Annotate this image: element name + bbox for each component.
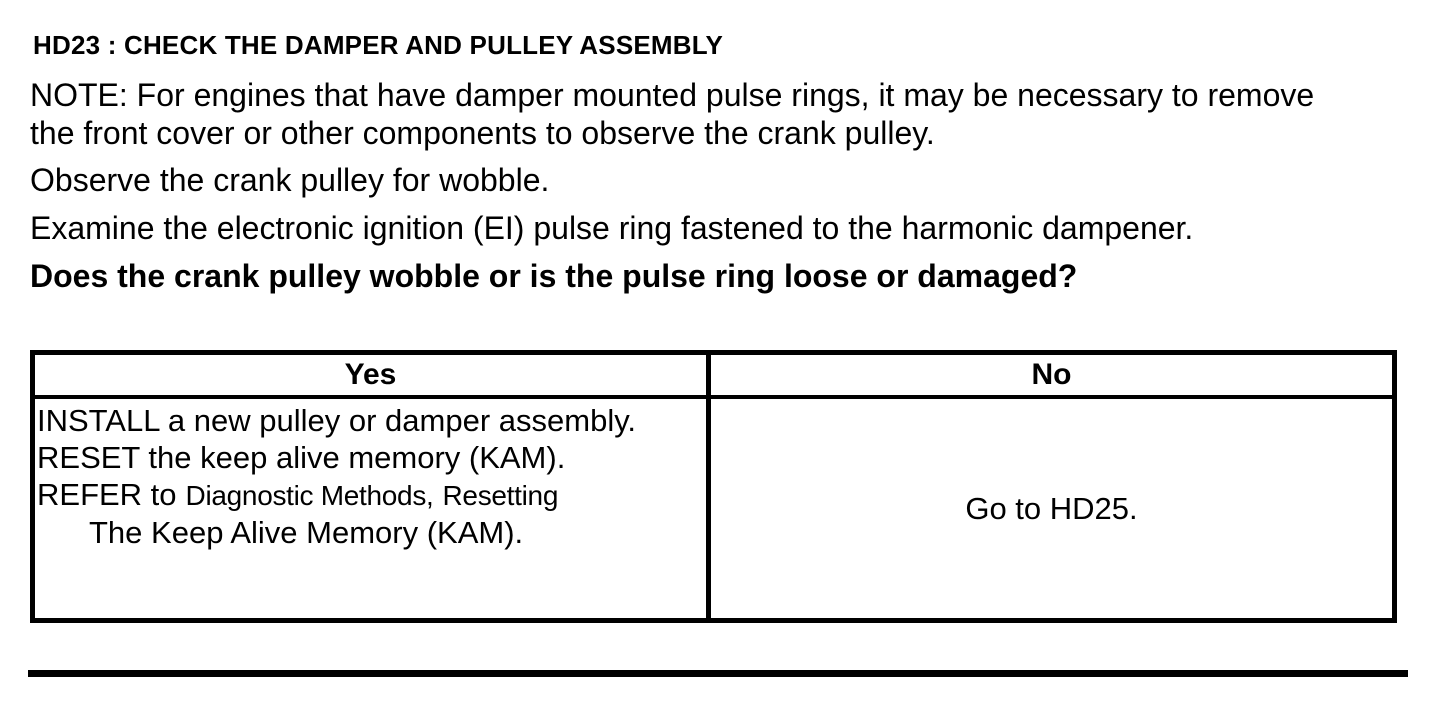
note-line-2: the front cover or other components to o…: [30, 115, 935, 151]
decision-table: Yes No INSTALL a new pulley or damper as…: [30, 350, 1397, 623]
yes-cell-line-4: The Keep Alive Memory (KAM).: [89, 515, 524, 550]
refer-action-text: REFER to: [37, 477, 177, 512]
page-title: HD23 : CHECK THE DAMPER AND PULLEY ASSEM…: [33, 30, 723, 60]
refer-reference-title: Diagnostic Methods,: [185, 480, 434, 511]
no-column-header: No: [1031, 358, 1072, 391]
page-bottom-divider: [28, 670, 1408, 677]
yes-cell-line-1: INSTALL a new pulley or damper assembly.: [37, 403, 637, 438]
decision-table-body-row: INSTALL a new pulley or damper assembly.…: [35, 399, 1392, 618]
decision-table-header-row: Yes No: [35, 355, 1392, 399]
no-cell-text: Go to HD25.: [965, 490, 1138, 526]
yes-cell-line-3: REFER to Diagnostic Methods, Resetting: [37, 476, 706, 514]
no-cell: Go to HD25.: [711, 399, 1392, 618]
yes-cell-line-2: RESET the keep alive memory (KAM).: [37, 440, 566, 475]
decision-question: Does the crank pulley wobble or is the p…: [30, 258, 1078, 294]
note-line-1: NOTE: For engines that have damper mount…: [30, 77, 1315, 113]
refer-topic-text: Resetting: [442, 480, 559, 511]
examine-instruction: Examine the electronic ignition (EI) pul…: [30, 210, 1194, 246]
observe-instruction: Observe the crank pulley for wobble.: [30, 162, 550, 198]
note-paragraph: NOTE: For engines that have damper mount…: [30, 76, 1314, 152]
yes-column-header: Yes: [35, 355, 711, 395]
yes-cell: INSTALL a new pulley or damper assembly.…: [35, 399, 711, 618]
